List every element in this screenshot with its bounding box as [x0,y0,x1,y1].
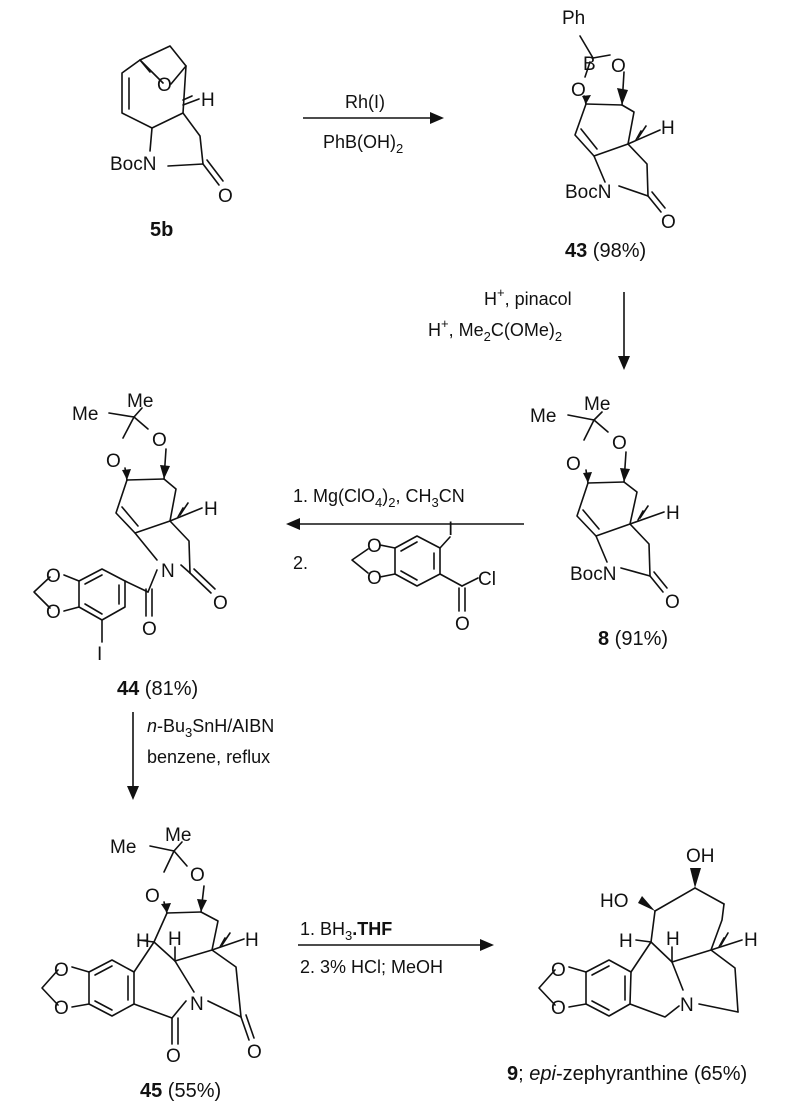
step-2-label: 2. [293,553,308,573]
atom-Me: Me [72,404,98,425]
compound-43: Ph B O O H BocN O 43 (98%) [562,8,676,262]
reagent-acid-chloride: I O O Cl O [351,519,496,635]
atom-H: H [168,929,182,950]
atom-O: O [247,1042,262,1063]
atom-H: H [204,499,218,520]
atom-I: I [448,519,453,540]
reaction-arrow-4: n-Bu3SnH/AIBN benzene, reflux [127,712,274,800]
compound-label-45: 45 (55%) [140,1080,221,1102]
atom-B: B [583,54,596,75]
atom-H: H [201,90,215,111]
atom-O: O [455,614,470,635]
compound-5b: O H BocN O 5b [110,45,233,241]
reagent-dimethoxypropane: H+, Me2C(OMe)2 [428,316,562,344]
reaction-arrow-5: 1. BH3.THF 2. 3% HCl; MeOH [298,919,494,977]
atom-O: O [661,212,676,233]
compound-8: Me Me O O H BocN O 8 (91%) [530,394,680,650]
compound-44: Me Me O O H N O O O O I 44 (81%) [33,391,228,700]
reagent-phboh2: PhB(OH)2 [323,132,403,156]
compound-45: Me Me O O H H H N O O O O 45 (55%) [41,825,262,1102]
atom-N: N [190,994,204,1015]
atom-O: O [665,592,680,613]
atom-BocN: BocN [570,564,616,585]
reagent-hcl-meoh: 2. 3% HCl; MeOH [300,957,443,977]
atom-O: O [145,886,160,907]
atom-Ph: Ph [562,8,585,29]
atom-O: O [566,454,581,475]
atom-O: O [46,602,61,623]
reagent-bu3snh: n-Bu3SnH/AIBN [147,716,274,740]
atom-H: H [666,929,680,950]
reaction-arrow-1: Rh(I) PhB(OH)2 [303,92,444,156]
atom-O: O [367,568,382,589]
atom-O: O [551,998,566,1019]
compound-label-43: 43 (98%) [565,240,646,262]
atom-Me: Me [530,406,556,427]
atom-Me: Me [165,825,191,846]
atom-O: O [54,960,69,981]
atom-H: H [245,930,259,951]
atom-O: O [166,1046,181,1067]
atom-H: H [136,931,150,952]
atom-O: O [213,593,228,614]
reagent-pinacol: H+, pinacol [484,285,572,309]
reagent-rh: Rh(I) [345,92,385,112]
atom-H: H [744,930,758,951]
atom-O: O [367,536,382,557]
reaction-arrow-3: 1. Mg(ClO4)2, CH3CN 2. I O O Cl O [286,486,524,635]
reagent-benzene: benzene, reflux [147,747,270,767]
atom-I: I [97,644,102,665]
compound-9: OH HO H H H N O O 9; epi-zephyranthine (… [507,846,758,1085]
atom-O: O [152,430,167,451]
compound-label-8: 8 (91%) [598,628,668,650]
atom-N: N [161,561,175,582]
atom-Me: Me [127,391,153,412]
atom-Me: Me [110,837,136,858]
atom-Cl: Cl [478,569,496,590]
atom-BocN: BocN [565,182,611,203]
compound-label-5b: 5b [150,219,173,241]
atom-O: O [106,451,121,472]
atom-O: O [54,998,69,1019]
atom-O: O [218,186,233,207]
atom-HO: HO [600,891,629,912]
atom-N: N [680,995,694,1016]
atom-O: O [612,433,627,454]
atom-O: O [611,56,626,77]
atom-O: O [142,619,157,640]
atom-H: H [666,503,680,524]
atom-Me: Me [584,394,610,415]
reagent-bh3-thf: 1. BH3.THF [300,919,392,943]
compound-label-9: 9; epi-zephyranthine (65%) [507,1063,747,1085]
atom-O: O [157,75,172,96]
atom-O: O [190,865,205,886]
atom-BocN: BocN [110,154,156,175]
atom-OH: OH [686,846,715,867]
atom-O: O [551,960,566,981]
atom-O: O [46,566,61,587]
reagent-mgclo4: 1. Mg(ClO4)2, CH3CN [293,486,465,510]
atom-O: O [571,80,586,101]
reaction-arrow-2: H+, pinacol H+, Me2C(OMe)2 [428,285,630,370]
compound-label-44: 44 (81%) [117,678,198,700]
atom-H: H [619,931,633,952]
atom-H: H [661,118,675,139]
